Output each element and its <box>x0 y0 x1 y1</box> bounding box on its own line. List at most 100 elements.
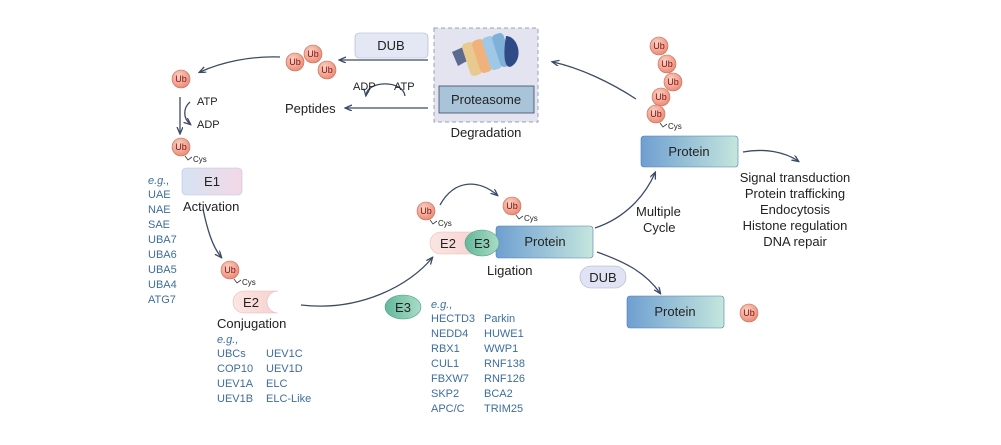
list-item: UBA7 <box>148 234 177 246</box>
list-item: ATG7 <box>148 294 176 306</box>
svg-text:Cys: Cys <box>242 278 256 287</box>
polyub-protein-label: Protein <box>668 144 709 159</box>
arrow-ub-transfer <box>439 183 497 206</box>
svg-text:Ub: Ub <box>506 201 518 211</box>
list-item: HECTD3 <box>431 313 475 325</box>
free-protein-box <box>626 295 725 329</box>
e2-ub: Ub Cys <box>220 260 256 287</box>
list-item: UBA5 <box>148 264 177 276</box>
list-item: RBX1 <box>431 343 460 355</box>
ligation-ub-protein: Ub Cys <box>502 196 538 223</box>
free-ub: Ub <box>171 69 191 89</box>
e2-examples-list: UBCs COP10 UEV1A UEV1B UEV1C UEV1D ELC E… <box>217 348 311 405</box>
dub-top-box <box>354 32 429 59</box>
functions-list: Signal transduction Protein trafficking … <box>740 170 851 249</box>
list-item: WWP1 <box>484 343 518 355</box>
arrow-multiple-cycle <box>594 173 655 229</box>
list-item: ELC <box>266 378 287 390</box>
list-item: CUL1 <box>431 358 459 370</box>
list-item: HUWE1 <box>484 328 524 340</box>
released-ub-cluster: Ub Ub Ub <box>285 44 337 80</box>
atp-label-proteasome: ATP <box>394 81 415 93</box>
activation-label: Activation <box>183 199 239 214</box>
list-item: NEDD4 <box>431 328 468 340</box>
polyub-chain: Ub Ub Ub Ub Ub Cys <box>646 36 683 131</box>
ligation-label: Ligation <box>487 263 533 278</box>
list-item: RNF138 <box>484 358 525 370</box>
list-item: UAE <box>148 189 171 201</box>
arrow-e1-to-e2 <box>202 208 221 257</box>
multiple-cycle-label-2: Cycle <box>643 220 676 235</box>
list-item: Endocytosis <box>760 202 831 217</box>
list-item: TRIM25 <box>484 403 523 415</box>
free-protein-label: Protein <box>654 304 695 319</box>
list-item: ELC-Like <box>266 393 311 405</box>
svg-text:Ub: Ub <box>289 57 301 67</box>
svg-text:Ub: Ub <box>420 206 432 216</box>
proteasome-label: Proteasome <box>451 92 521 107</box>
multiple-cycle-label-1: Multiple <box>636 204 681 219</box>
e2-examples-prefix: e.g., <box>217 334 238 346</box>
e1-examples-list: UAE NAE SAE UBA7 UBA6 UBA5 UBA4 ATG7 <box>148 189 177 306</box>
dub-bottom-box <box>579 265 627 289</box>
e3-examples-list: HECTD3 NEDD4 RBX1 CUL1 FBXW7 SKP2 APC/C … <box>431 313 525 415</box>
svg-text:Ub: Ub <box>650 109 662 119</box>
list-item: SAE <box>148 219 170 231</box>
list-item: Protein trafficking <box>745 186 845 201</box>
list-item: UEV1A <box>217 378 254 390</box>
list-item: NAE <box>148 204 171 216</box>
e2-label: E2 <box>243 295 259 310</box>
list-item: UEV1B <box>217 393 253 405</box>
svg-text:Ub: Ub <box>653 41 665 51</box>
list-item: APC/C <box>431 403 465 415</box>
e1-box <box>181 167 243 196</box>
ligation-e3-shape <box>464 229 500 257</box>
list-item: DNA repair <box>763 234 827 249</box>
list-item: FBXW7 <box>431 373 469 385</box>
list-item: Parkin <box>484 313 515 325</box>
e1-ub: Ub Cys <box>171 137 207 164</box>
arrow-to-functions <box>742 149 798 161</box>
arrow-to-degradation <box>553 62 637 100</box>
ligation-e2-label: E2 <box>440 236 456 251</box>
svg-text:Ub: Ub <box>655 92 667 102</box>
dub-top-label: DUB <box>377 38 404 53</box>
svg-text:Cys: Cys <box>668 122 682 131</box>
degradation-label: Degradation <box>451 125 522 140</box>
proteasome-icon <box>452 33 519 76</box>
list-item: UBCs <box>217 348 246 360</box>
adp-label-e1: ADP <box>197 119 220 131</box>
dub-bottom-label: DUB <box>589 270 616 285</box>
svg-text:Ub: Ub <box>321 65 333 75</box>
svg-text:Ub: Ub <box>307 49 319 59</box>
list-item: COP10 <box>217 363 253 375</box>
e3-examples-prefix: e.g., <box>431 299 452 311</box>
svg-text:Ub: Ub <box>661 59 673 69</box>
svg-text:Ub: Ub <box>175 74 187 84</box>
ligation-protein-label: Protein <box>524 234 565 249</box>
svg-text:Cys: Cys <box>193 155 207 164</box>
list-item: UEV1C <box>266 348 303 360</box>
svg-text:Cys: Cys <box>524 214 538 223</box>
arrows <box>180 56 798 307</box>
polyub-protein-box <box>640 135 739 168</box>
conjugation-label: Conjugation <box>217 316 286 331</box>
svg-text:Ub: Ub <box>743 308 755 318</box>
e2-box <box>232 290 279 314</box>
list-item: UBA6 <box>148 249 177 261</box>
e1-examples-prefix: e.g., <box>148 175 169 187</box>
list-item: BCA2 <box>484 388 513 400</box>
arrow-deubiquitination <box>596 251 660 293</box>
ligation-e3-label: E3 <box>474 236 490 251</box>
ligation-e2-box <box>429 231 479 255</box>
arrow-atp-adp-cycle <box>366 83 406 96</box>
ligation-ub-e2: Ub Cys <box>416 201 452 228</box>
e1-label: E1 <box>204 174 220 189</box>
e3-key-shape <box>384 294 422 320</box>
svg-text:Ub: Ub <box>667 77 679 87</box>
list-item: Histone regulation <box>743 218 848 233</box>
atp-label-e1: ATP <box>197 96 218 108</box>
list-item: UEV1D <box>266 363 303 375</box>
peptides-label: Peptides <box>285 101 336 116</box>
